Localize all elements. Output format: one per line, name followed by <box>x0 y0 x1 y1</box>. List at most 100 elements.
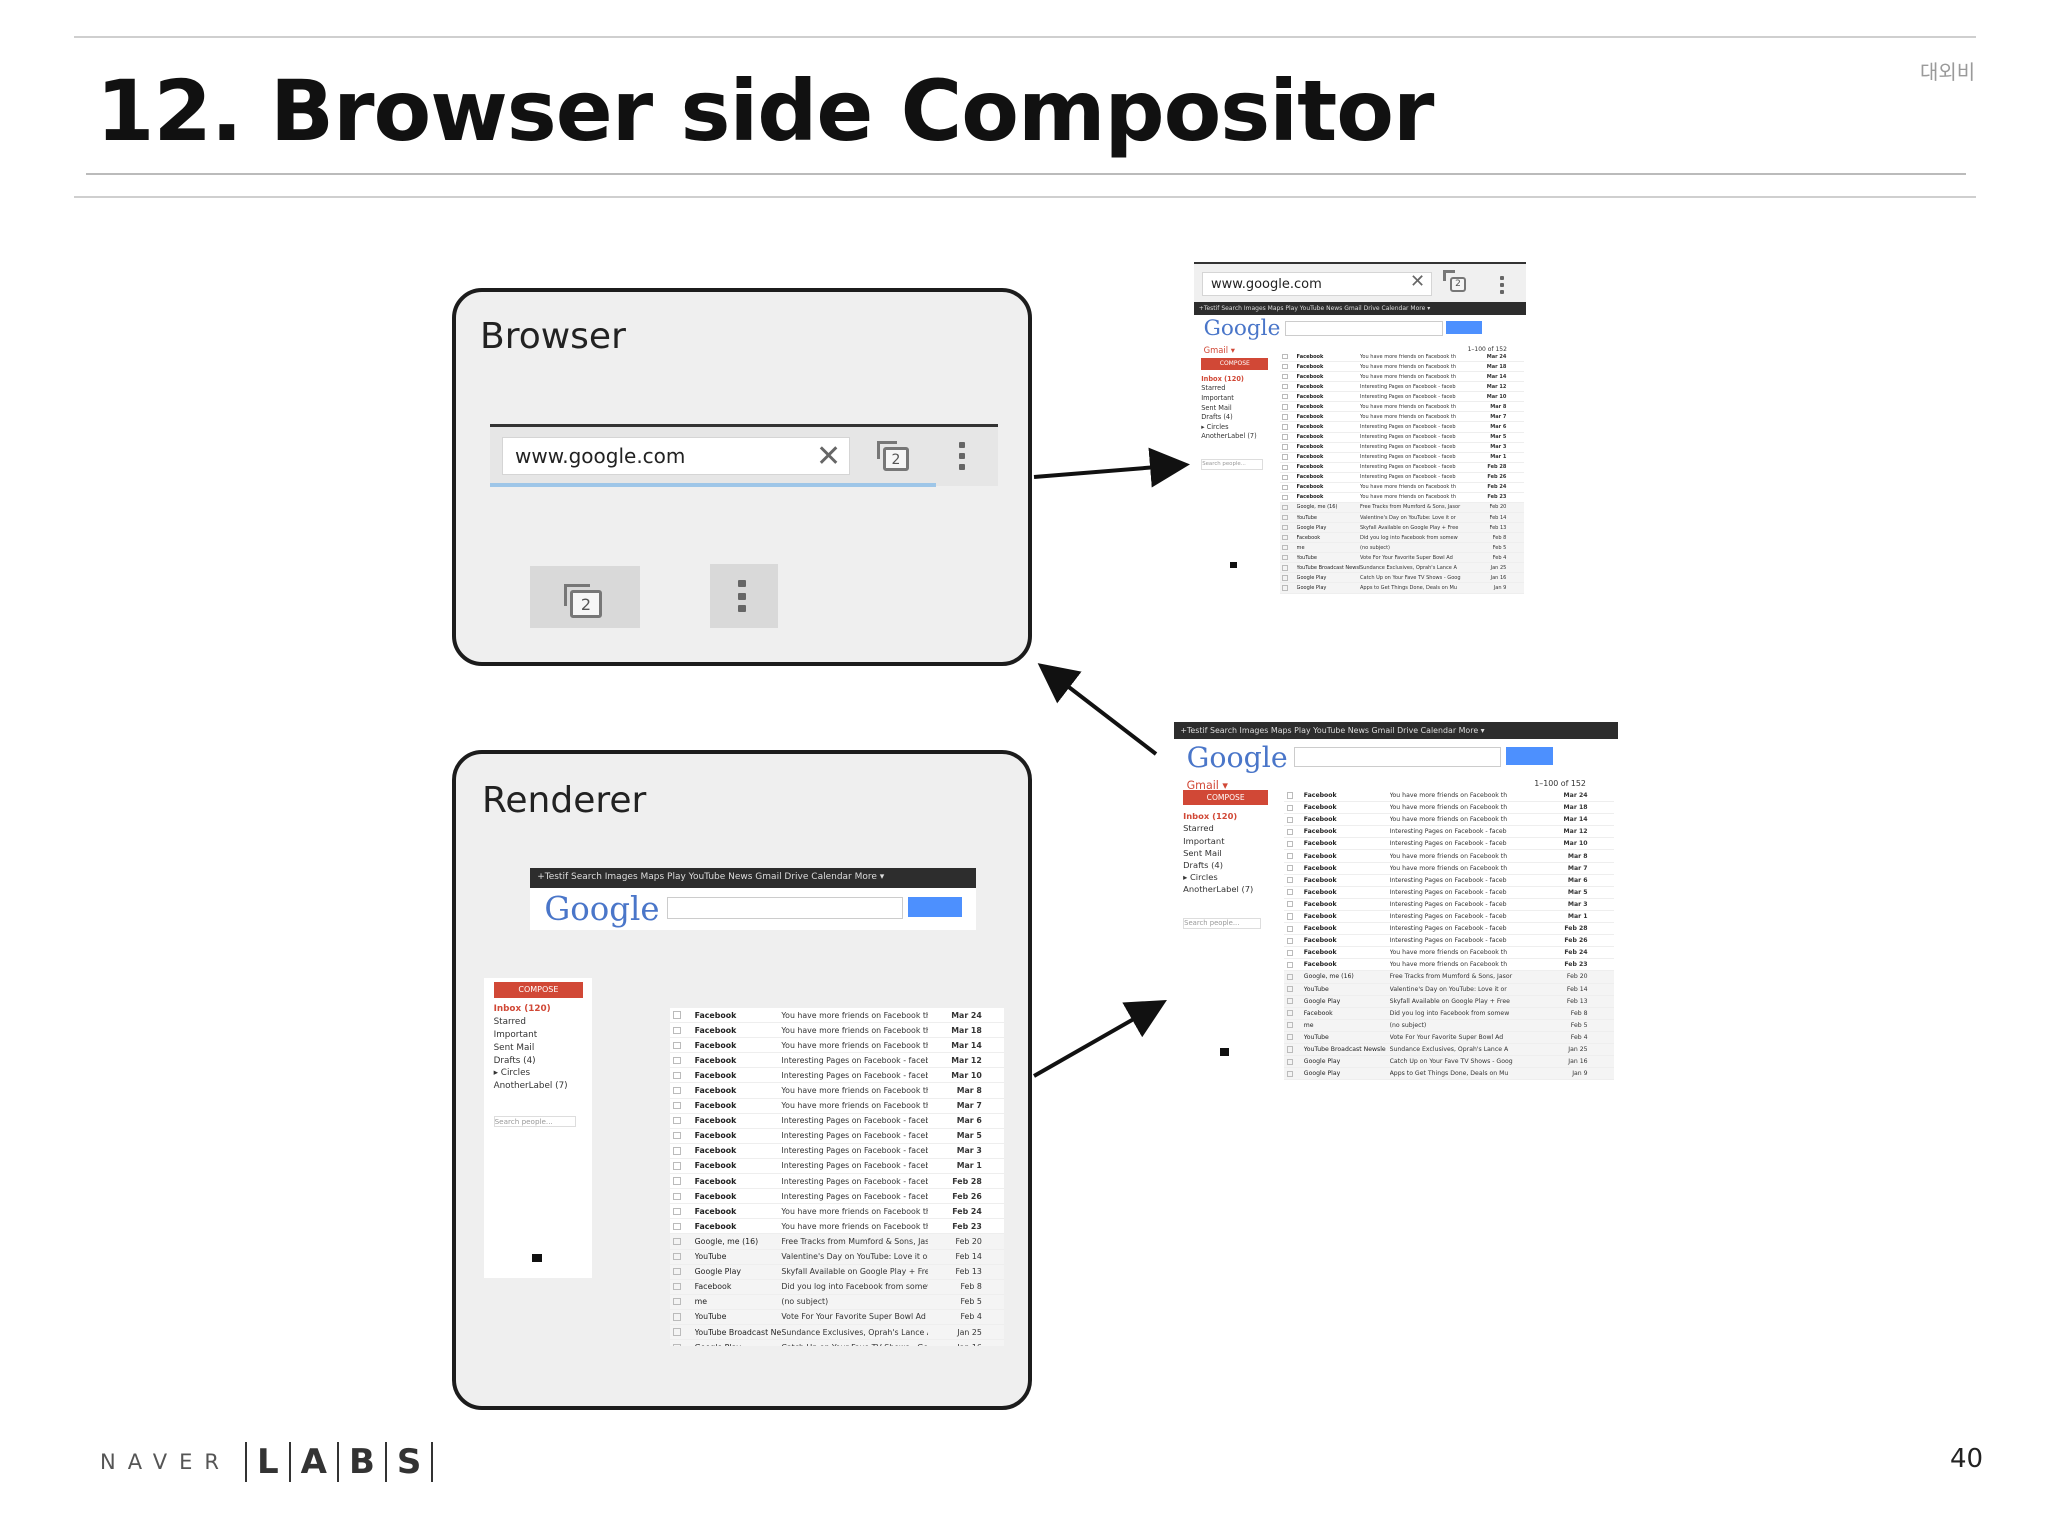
row-checkbox <box>673 1268 681 1276</box>
clear-icon[interactable]: ✕ <box>816 439 842 474</box>
confidential-label: 대외비 <box>1920 60 1976 84</box>
row-date: Mar 5 <box>1567 888 1588 896</box>
row-checkbox <box>1282 434 1288 440</box>
row-date: Feb 24 <box>1564 949 1588 957</box>
row-checkbox <box>1286 949 1293 956</box>
row-subject: (no subject) <box>1389 1021 1427 1029</box>
row-sender: Facebook <box>1296 464 1324 471</box>
naver-labs-logo: NAVER L A B S <box>100 1436 443 1488</box>
row-date: Feb 4 <box>960 1312 982 1322</box>
message-row: Google Play Skyfall Available on Google P… <box>670 1264 1004 1280</box>
row-date: Feb 20 <box>955 1236 982 1246</box>
renderer-nav-item: ▸ Circles <box>493 1068 531 1079</box>
row-sender: me <box>1303 1021 1314 1029</box>
row-subject: You have more friends on Facebook th <box>781 1010 929 1020</box>
tabs-button-large[interactable]: 2 <box>530 566 640 628</box>
menu-button-large[interactable] <box>710 564 778 628</box>
row-subject: Interesting Pages on Facebook - faceb <box>1359 383 1456 390</box>
renderer-nav-item: AnotherLabel (7) <box>493 1081 568 1092</box>
message-row: YouTube Valentine's Day on YouTube: Love … <box>1284 983 1614 996</box>
row-sender: Facebook <box>1296 363 1324 370</box>
row-checkbox <box>673 1011 681 1019</box>
row-date: Jan 16 <box>928 1343 982 1346</box>
row-sender: Facebook <box>694 1025 737 1035</box>
composited-nav-item: Inbox (120) <box>1201 374 1244 383</box>
row-sender: Facebook <box>1296 434 1324 441</box>
row-checkbox <box>1282 565 1288 571</box>
row-subject: Skyfall Available on Google Play + Free <box>781 1267 929 1277</box>
row-date: Mar 5 <box>1490 434 1507 441</box>
row-subject: Free Tracks from Mumford & Sons, Jasor <box>781 1236 929 1246</box>
row-subject: Valentine's Day on YouTube: Love it or <box>1389 985 1507 993</box>
row-date: Feb 8 <box>1492 534 1507 541</box>
row-checkbox <box>673 1102 681 1110</box>
row-checkbox <box>1282 534 1288 541</box>
fullpage-chat-icon <box>1219 1048 1229 1056</box>
renderer-gmail-search-button <box>908 896 962 917</box>
composited-clear-icon[interactable]: ✕ <box>1410 271 1426 292</box>
composited-menu-icon[interactable] <box>1500 276 1504 294</box>
row-subject: Did you log into Facebook from somew <box>1389 1009 1510 1017</box>
row-date: Feb 5 <box>1492 544 1507 551</box>
row-sender: Facebook <box>694 1206 737 1216</box>
fullpage-gmail-label: Gmail ▾ <box>1186 778 1228 792</box>
row-subject: Valentine's Day on YouTube: Love it or <box>781 1252 929 1262</box>
row-subject: Interesting Pages on Facebook - faceb <box>1359 454 1456 461</box>
fullpage-search-people: Search people... <box>1183 917 1262 929</box>
row-sender: Facebook <box>1303 804 1337 812</box>
row-sender: YouTube <box>1303 985 1329 993</box>
row-sender: Facebook <box>694 1070 737 1080</box>
row-subject: Interesting Pages on Facebook - faceb <box>1359 444 1456 451</box>
row-date: Mar 10 <box>1563 840 1588 848</box>
row-checkbox <box>673 1252 681 1261</box>
row-checkbox <box>673 1177 681 1185</box>
row-subject: You have more friends on Facebook th <box>1389 864 1508 872</box>
row-checkbox <box>1286 840 1293 847</box>
renderer-message-list: Facebook You have more friends on Faceboo… <box>670 1008 1004 1346</box>
row-sender: Google Play <box>694 1267 742 1277</box>
tabs-icon[interactable]: 2 <box>877 441 909 471</box>
composited-tabs-icon[interactable]: 2 <box>1443 270 1466 292</box>
row-sender: Google Play <box>695 1343 782 1346</box>
url-field[interactable]: www.google.com <box>502 437 850 475</box>
row-checkbox <box>1286 1046 1293 1053</box>
row-checkbox <box>673 1313 681 1321</box>
row-date: Feb 8 <box>960 1282 982 1292</box>
row-date: Mar 1 <box>1490 454 1507 461</box>
row-date: Mar 10 <box>951 1070 982 1080</box>
row-subject: Interesting Pages on Facebook - faceb <box>1389 912 1507 920</box>
composited-gmail-search-button <box>1446 321 1482 335</box>
row-date: Jan 25 <box>1490 564 1507 571</box>
composited-url-field[interactable]: www.google.com <box>1202 272 1432 296</box>
row-date: Feb 23 <box>1487 494 1507 501</box>
row-date: Feb 5 <box>960 1297 982 1307</box>
message-row: Google, me (16)Free Tracks from Mumford … <box>670 1234 1004 1250</box>
row-subject: Interesting Pages on Facebook - faceb <box>781 1161 929 1171</box>
row-subject: Interesting Pages on Facebook - faceb <box>1389 888 1507 896</box>
menu-icon[interactable] <box>959 442 965 470</box>
row-date: Feb 8 <box>1570 1009 1588 1017</box>
composited-nav-item: Sent Mail <box>1201 403 1232 412</box>
row-date: Mar 3 <box>1490 444 1507 451</box>
row-subject: Did you log into Facebook from somew <box>781 1282 929 1292</box>
row-date: Feb 26 <box>952 1191 982 1201</box>
composited-chat-icon <box>1230 562 1238 568</box>
fullpage-nav-item: Starred <box>1183 823 1214 834</box>
composited-nav-item: Starred <box>1201 384 1226 393</box>
